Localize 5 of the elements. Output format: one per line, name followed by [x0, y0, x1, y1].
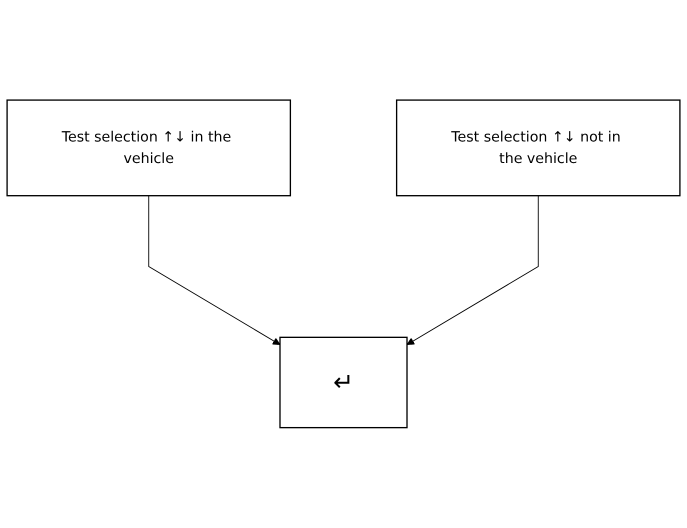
node-box: ↵ [279, 336, 408, 428]
arrow [148, 195, 280, 346]
node-box: Test selection ↑↓ not in the vehicle [396, 100, 681, 196]
arrow [406, 195, 539, 346]
node-box: Test selection ↑↓ in the vehicle [6, 100, 292, 196]
